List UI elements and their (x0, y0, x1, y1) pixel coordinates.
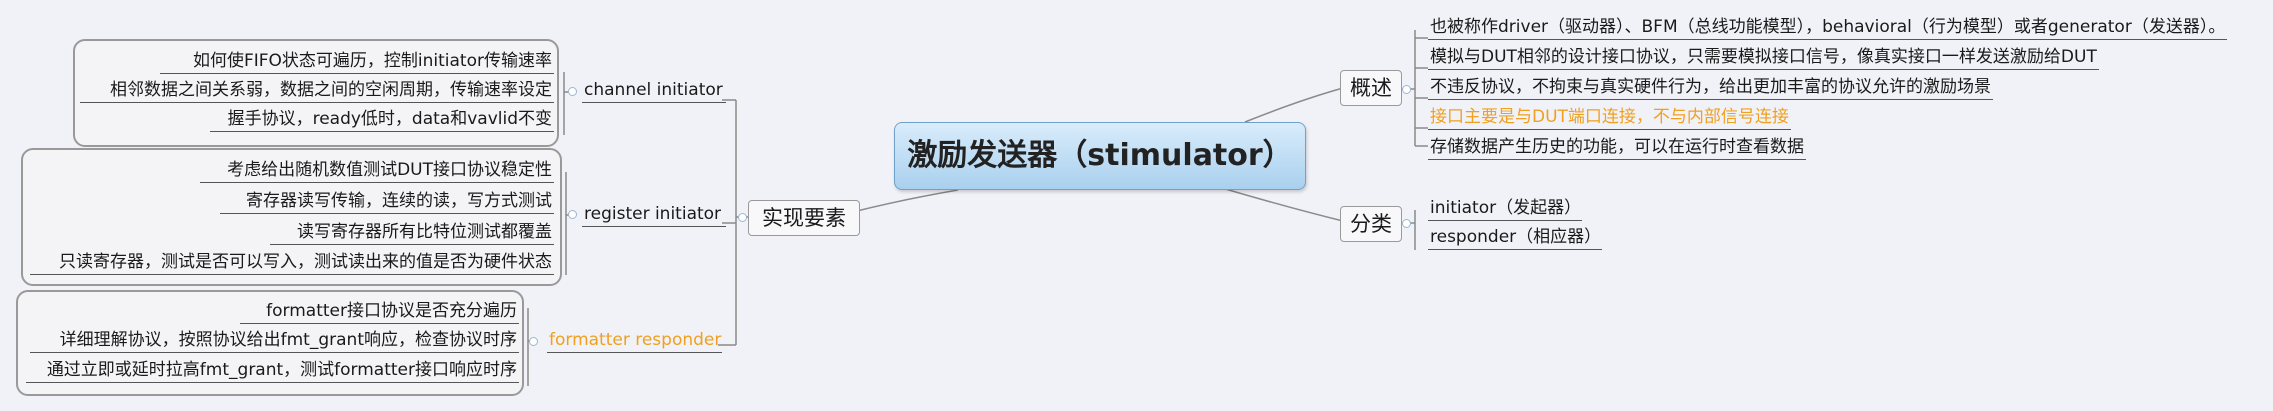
register-item-2[interactable]: 寄存器读写传输，连续的读，写方式测试 (220, 190, 554, 214)
collapse-knob-register[interactable] (568, 210, 577, 219)
formatter-item-2[interactable]: 详细理解协议，按照协议给出fmt_grant响应，检查协议时序 (30, 329, 519, 353)
formatter-item-3[interactable]: 通过立即或延时拉高fmt_grant，测试formatter接口响应时序 (26, 359, 519, 383)
collapse-knob-impl[interactable] (738, 213, 747, 222)
boundary-formatter-responder (16, 290, 524, 396)
channel-item-3[interactable]: 握手协议，ready低时，data和vavlid不变 (210, 108, 554, 132)
collapse-knob-channel[interactable] (568, 87, 577, 96)
sub-branch-channel-initiator[interactable]: channel initiator (582, 79, 726, 103)
formatter-item-1[interactable]: formatter接口协议是否充分遍历 (240, 300, 519, 324)
boundary-register-initiator (21, 148, 562, 286)
overview-item-4[interactable]: 接口主要是与DUT端口连接，不与内部信号连接 (1428, 106, 1791, 130)
root-topic[interactable]: 激励发送器（stimulator） (894, 122, 1306, 190)
sub-branch-register-initiator[interactable]: register initiator (582, 203, 726, 227)
classify-item-responder[interactable]: responder（相应器） (1428, 226, 1602, 250)
classify-item-initiator[interactable]: initiator（发起器） (1428, 197, 1582, 221)
boundary-channel-initiator (73, 39, 559, 147)
branch-impl[interactable]: 实现要素 (748, 200, 860, 236)
register-item-1[interactable]: 考虑给出随机数值测试DUT接口协议稳定性 (200, 159, 554, 183)
collapse-knob-overview[interactable] (1402, 85, 1411, 94)
channel-item-1[interactable]: 如何使FIFO状态可遍历，控制initiator传输速率 (160, 50, 554, 74)
overview-item-3[interactable]: 不违反协议，不拘束与真实硬件行为，给出更加丰富的协议允许的激励场景 (1428, 76, 1993, 100)
sub-branch-formatter-responder[interactable]: formatter responder (547, 329, 722, 353)
collapse-knob-classify[interactable] (1402, 219, 1411, 228)
collapse-knob-formatter[interactable] (529, 337, 538, 346)
overview-item-5[interactable]: 存储数据产生历史的功能，可以在运行时查看数据 (1428, 136, 1806, 160)
channel-item-2[interactable]: 相邻数据之间关系弱，数据之间的空闲周期，传输速率设定 (80, 79, 554, 103)
register-item-4[interactable]: 只读寄存器，测试是否可以写入，测试读出来的值是否为硬件状态 (30, 251, 554, 275)
overview-item-1[interactable]: 也被称作driver（驱动器）、BFM（总线功能模型），behavioral（行… (1428, 16, 2228, 40)
overview-item-2[interactable]: 模拟与DUT相邻的设计接口协议，只需要模拟接口信号，像真实接口一样发送激励给DU… (1428, 46, 2099, 70)
register-item-3[interactable]: 读写寄存器所有比特位测试都覆盖 (270, 221, 554, 245)
branch-overview[interactable]: 概述 (1340, 70, 1402, 106)
branch-classify[interactable]: 分类 (1340, 206, 1402, 242)
